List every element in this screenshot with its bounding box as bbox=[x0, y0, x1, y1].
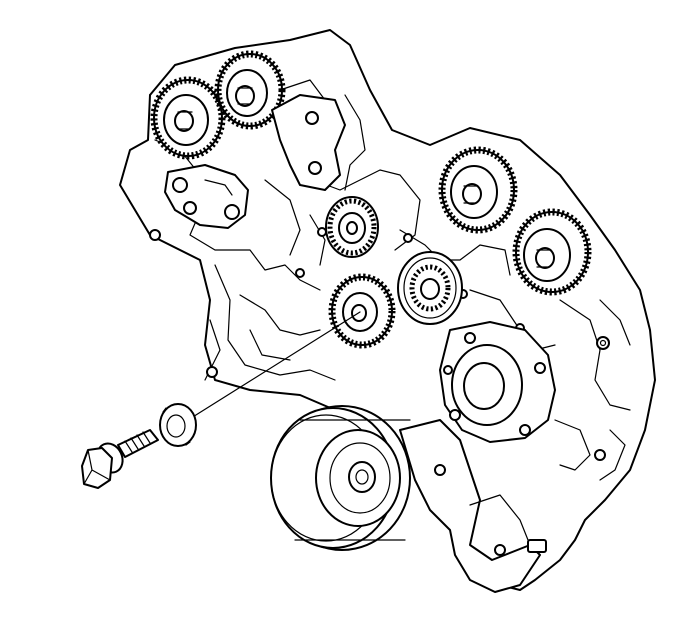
lower-bracket bbox=[399, 419, 547, 593]
bolt bbox=[81, 429, 159, 489]
camshaft-sprocket-right-bank-rear bbox=[512, 208, 592, 296]
water-pump bbox=[439, 321, 556, 443]
belt-tensioner-pulley bbox=[325, 196, 379, 258]
idler-pulley bbox=[397, 251, 463, 325]
alignment-leader-line bbox=[179, 311, 361, 426]
camshaft-sprocket-right-bank-front bbox=[438, 146, 518, 234]
crankshaft-pulley bbox=[270, 405, 411, 551]
crankshaft-sprocket bbox=[328, 273, 396, 349]
camshaft-sprocket-left-bank-rear bbox=[214, 50, 286, 130]
camshaft-sprocket-left-bank-front bbox=[150, 76, 226, 160]
tensioner-bracket bbox=[164, 164, 249, 229]
washer bbox=[159, 403, 197, 447]
upper-bracket bbox=[271, 94, 346, 191]
